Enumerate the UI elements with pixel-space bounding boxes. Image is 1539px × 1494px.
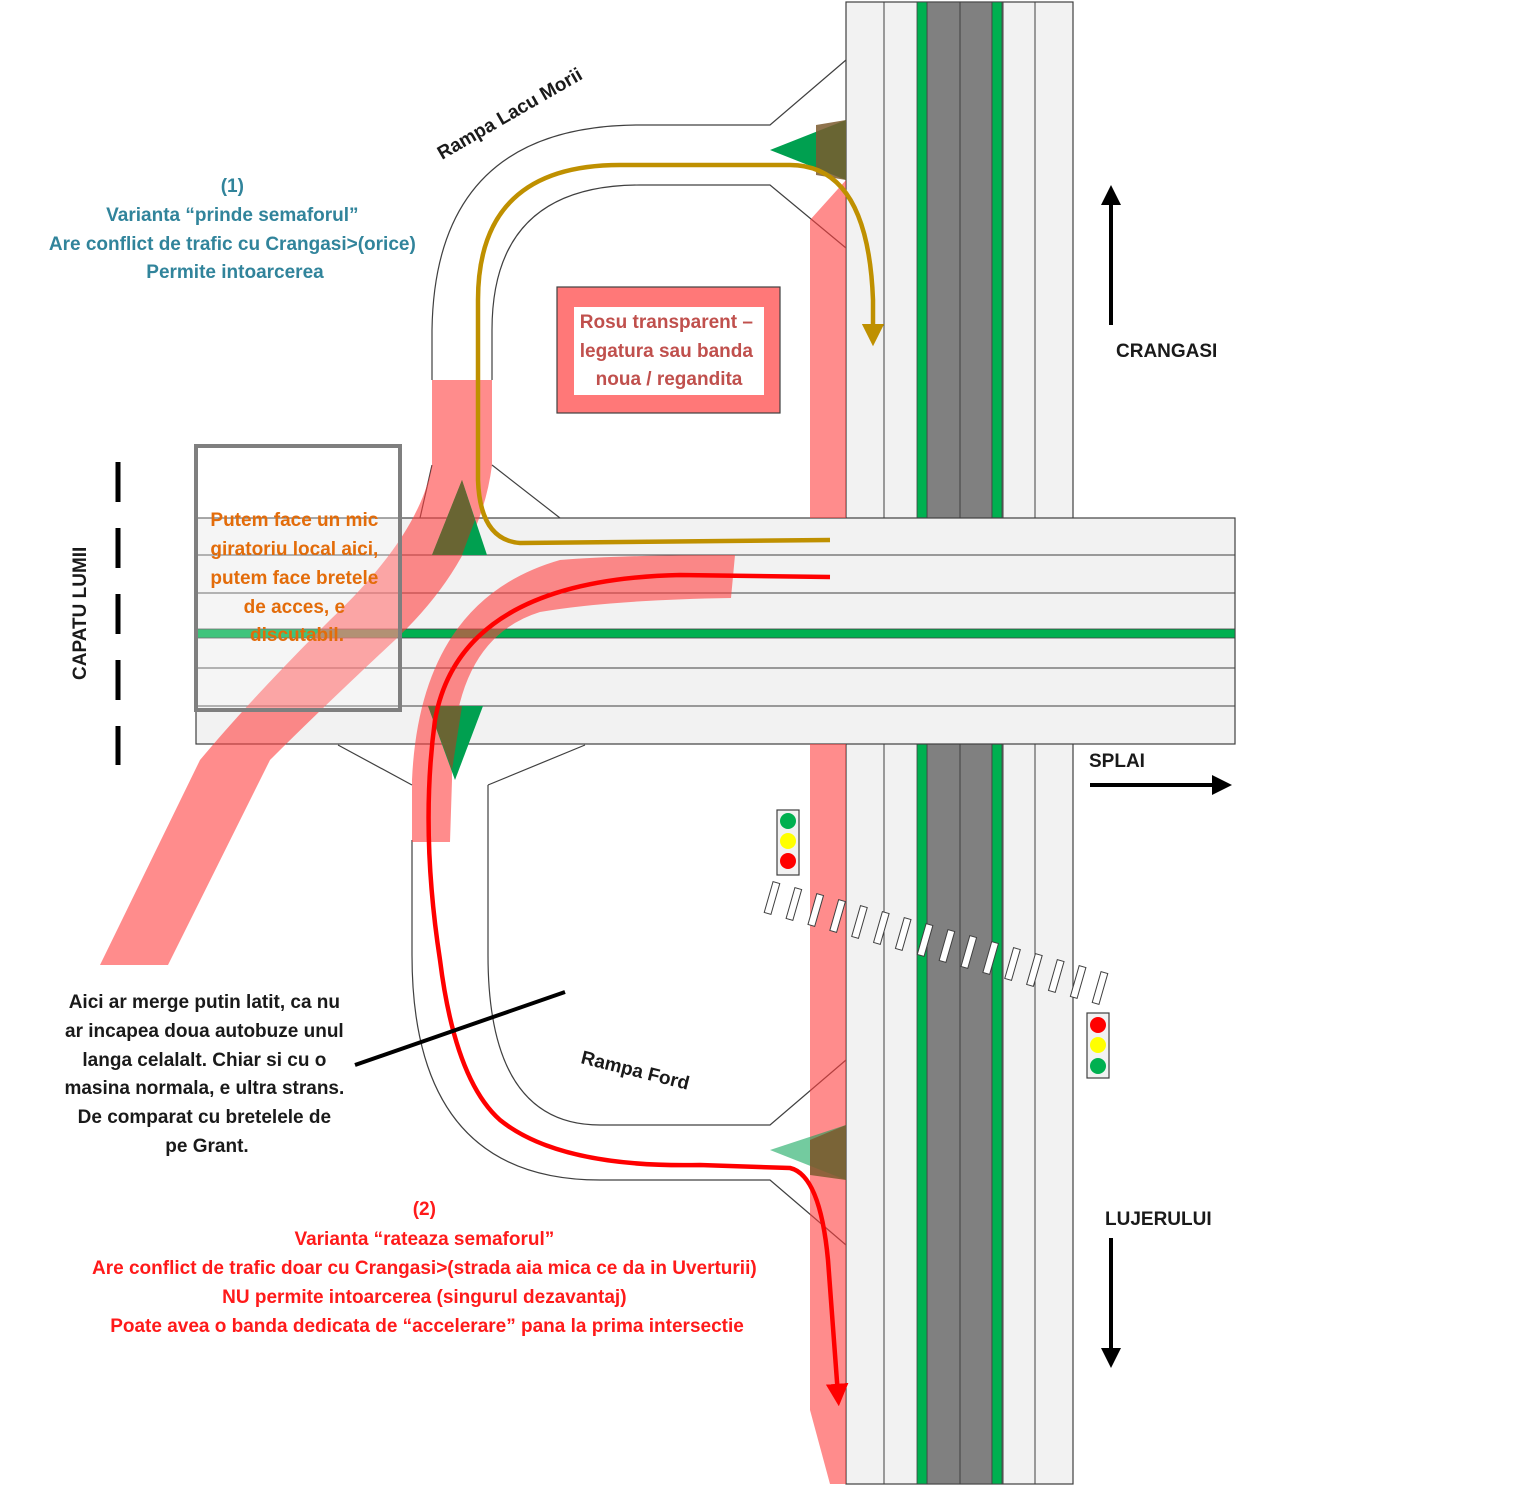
- note-variant-2-line: Poate avea o banda dedicata de “accelera…: [110, 1316, 744, 1337]
- note-variant-2-line: Are conflict de trafic doar cu Crangasi>…: [92, 1258, 757, 1279]
- label-rampa-lacu-morii: Rampa Lacu Morii: [434, 64, 586, 164]
- note-roundabout-line: de acces, e: [244, 597, 345, 618]
- note-variant-2-line: NU permite intoarcerea (singurul dezavan…: [222, 1287, 626, 1308]
- note-roundabout-line: discutabil.: [250, 625, 344, 646]
- note-roundabout: Putem face un mic giratoriu local aici, …: [210, 510, 383, 646]
- crossing-stripe: [829, 899, 846, 933]
- note-variant-2: (2) Varianta “rateaza semaforul” Are con…: [92, 1199, 762, 1337]
- note-width-line: masina normala, e ultra strans.: [64, 1078, 344, 1099]
- label-splai: SPLAI: [1089, 751, 1145, 772]
- note-width-line: langa celalalt. Chiar si cu o: [82, 1050, 326, 1071]
- note-roundabout-line: giratoriu local aici,: [210, 539, 378, 560]
- new-link-lujerului-lane: [810, 744, 846, 1484]
- label-capatu-lumii: CAPATU LUMII: [70, 547, 91, 680]
- crossing-stripe: [916, 923, 934, 957]
- note-variant-1-line: (1): [221, 176, 244, 197]
- note-variant-1-line: Varianta “prinde semaforul”: [106, 205, 358, 226]
- label-rampa-ford: Rampa Ford: [579, 1047, 692, 1094]
- note-width-line: Aici ar merge putin latit, ca nu: [69, 992, 340, 1013]
- note-legend-line: noua / regandita: [596, 369, 743, 390]
- new-link-capatu-lumii: [100, 380, 492, 965]
- note-variant-1-line: Are conflict de trafic cu Crangasi>(oric…: [49, 234, 416, 255]
- roundabout-box: [194, 444, 402, 712]
- traffic-light-top: [776, 809, 800, 876]
- crossing-stripe: [1069, 965, 1087, 999]
- crossing-stripe: [785, 887, 803, 921]
- route-2-arrow: [426, 572, 849, 1407]
- crossing-stripe: [1026, 953, 1043, 987]
- note-variant-2-line: Varianta “rateaza semaforul”: [294, 1229, 554, 1250]
- note-variant-2-line: (2): [413, 1199, 436, 1220]
- crossing-stripe: [938, 929, 956, 963]
- crossing-stripe: [851, 905, 868, 939]
- label-crangasi: CRANGASI: [1116, 341, 1217, 362]
- traffic-light-bottom: [1086, 1012, 1110, 1079]
- note-roundabout-line: putem face bretele: [210, 568, 378, 589]
- yield-triangles: [428, 120, 846, 1180]
- ramp-ford: [337, 744, 847, 1246]
- crossing-stripe: [1091, 971, 1109, 1005]
- crossing-stripe: [872, 911, 890, 945]
- route-1-arrow: [475, 162, 885, 546]
- crossing-stripe: [807, 893, 825, 927]
- note-legend-line: Rosu transparent –: [580, 312, 753, 333]
- crossing-stripe: [1047, 959, 1065, 993]
- crossing-stripe: [1004, 947, 1021, 981]
- label-lujerului: LUJERULUI: [1105, 1209, 1212, 1230]
- note-legend: Rosu transparent – legatura sau banda no…: [580, 312, 758, 390]
- width-note-pointer: [354, 990, 566, 1067]
- pedestrian-crossing: [763, 881, 1109, 1005]
- crossing-stripe: [982, 941, 1000, 975]
- ramp-lacu-morii: [419, 59, 847, 519]
- note-width-line: pe Grant.: [165, 1136, 248, 1157]
- crossing-stripe: [960, 935, 978, 969]
- crossing-stripe: [894, 917, 912, 951]
- legend-box-inner: [574, 307, 764, 395]
- note-width: Aici ar merge putin latit, ca nu ar inca…: [64, 992, 349, 1157]
- note-variant-1: (1) Varianta “prinde semaforul” Are conf…: [49, 176, 421, 283]
- crossing-stripe: [763, 881, 781, 915]
- note-variant-1-line: Permite intoarcerea: [146, 262, 324, 283]
- note-width-line: ar incapea doua autobuze unul: [65, 1021, 344, 1042]
- new-link-crangasi-entry: [810, 2, 846, 518]
- note-roundabout-line: Putem face un mic: [210, 510, 378, 531]
- note-legend-line: legatura sau banda: [580, 341, 754, 362]
- note-width-line: De comparat cu bretelele de: [78, 1107, 331, 1128]
